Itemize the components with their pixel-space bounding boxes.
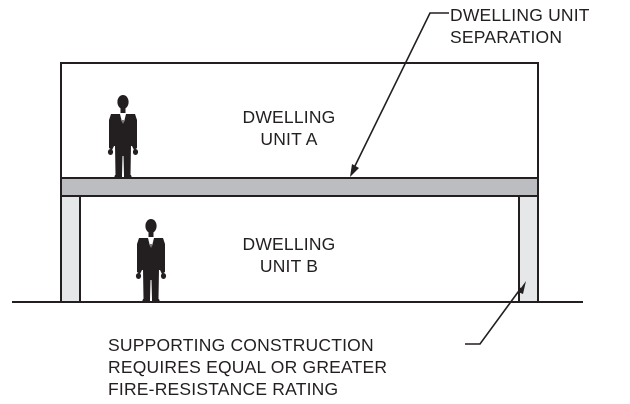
- supporting-arrowhead: [518, 281, 526, 294]
- separation-floor-slab: [60, 177, 539, 197]
- separation-arrowhead: [350, 164, 359, 177]
- separation-label-line-1: DWELLING UNIT: [450, 5, 590, 25]
- supporting-leader-line: [465, 287, 522, 345]
- supporting-column-left: [60, 195, 81, 303]
- separation-leader-line: [352, 12, 449, 171]
- supporting-label-line-3: FIRE-RESISTANCE RATING: [108, 379, 338, 399]
- supporting-column-right: [518, 195, 539, 303]
- unit-b-label-line-2: UNIT B: [260, 256, 318, 276]
- person-icon: [107, 94, 139, 179]
- supporting-label-line-1: SUPPORTING CONSTRUCTION: [108, 335, 374, 355]
- unit-a-label-line-2: UNIT A: [260, 129, 317, 149]
- unit-b-label-line-1: DWELLING: [242, 234, 335, 254]
- unit-a-outline: [60, 62, 539, 178]
- separation-label-line-2: SEPARATION: [450, 27, 562, 47]
- supporting-label-line-2: REQUIRES EQUAL OR GREATER: [108, 357, 387, 377]
- unit-a-label-line-1: DWELLING: [242, 107, 335, 127]
- person-icon: [135, 218, 167, 303]
